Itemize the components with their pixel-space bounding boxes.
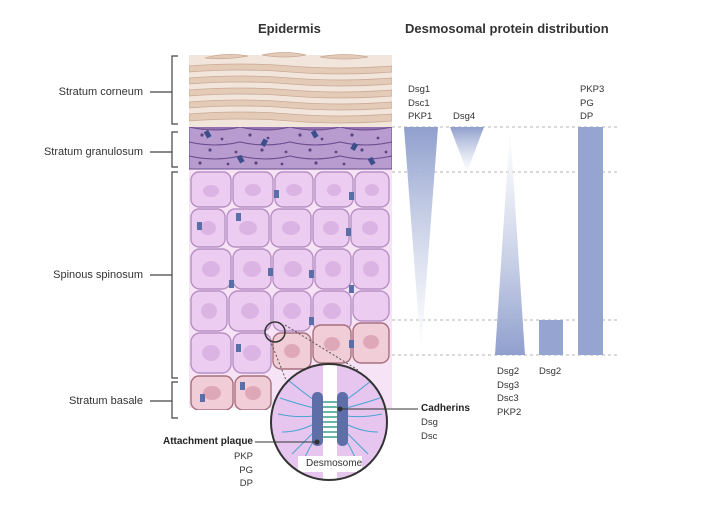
protein-label: DP — [580, 111, 594, 122]
protein-group-4: Dsg2 — [539, 365, 561, 379]
cadherins-list: Dsg Dsc — [421, 416, 438, 443]
epidermis-illustration — [189, 55, 392, 410]
label-stratum-granulosum: Stratum granulosum — [43, 146, 143, 158]
plaque-item: PG — [239, 464, 253, 476]
protein-label: PKP2 — [497, 406, 522, 418]
desmosome-dots — [197, 190, 354, 402]
protein-group-1: Dsg1 Dsc1 PKP1 — [408, 83, 432, 124]
protein-group-5: PKP3 PG DP — [580, 83, 604, 124]
protein-label: Dsg4 — [453, 111, 476, 122]
label-spinous-spinosum: Spinous spinosum — [53, 269, 143, 281]
plaque-item: DP — [239, 478, 253, 489]
label-stratum-corneum: Stratum corneum — [58, 86, 143, 98]
desmosome-label: Desmosome — [306, 458, 363, 469]
dsg1-wedge — [404, 127, 438, 352]
protein-group-2: Dsg4 — [453, 110, 475, 124]
zoom-connector — [269, 324, 359, 381]
epidermis-title: Epidermis — [258, 21, 321, 36]
cadherin-item: Dsg — [421, 417, 438, 428]
dsg4-wedge — [450, 127, 484, 172]
attachment-plaque-title: Attachment plaque — [162, 436, 253, 447]
callout-pointers — [255, 406, 418, 445]
desmosome-zoom — [271, 364, 387, 480]
label-stratum-basale: Stratum basale — [69, 395, 143, 407]
spinous-nuclei — [200, 184, 379, 361]
plaque-item: PKP — [233, 451, 253, 462]
layer-brackets — [150, 55, 178, 419]
protein-label: PKP3 — [580, 84, 605, 95]
dsg2-dsg3-wedge — [495, 127, 525, 355]
dsg2-block — [539, 320, 563, 355]
protein-label: PG — [580, 97, 594, 109]
protein-group-3: Dsg2 Dsg3 Dsc3 PKP2 — [497, 365, 521, 419]
protein-label: Dsg3 — [497, 379, 520, 391]
distribution-title: Desmosomal protein distribution — [405, 21, 609, 36]
attachment-plaque-list: PKP PG DP — [234, 450, 253, 491]
protein-label: Dsc1 — [408, 97, 430, 109]
protein-label: PKP1 — [408, 111, 433, 122]
cadherins-title: Cadherins — [421, 403, 470, 414]
protein-label: Dsc3 — [497, 393, 519, 404]
pkp3-bar — [578, 127, 603, 355]
protein-label: Dsg1 — [408, 84, 431, 95]
zoom-source-ring — [264, 321, 286, 343]
protein-shapes — [404, 127, 603, 355]
protein-label: Dsg2 — [539, 366, 562, 377]
cadherin-item: Dsc — [421, 430, 438, 442]
protein-label: Dsg2 — [497, 366, 520, 377]
